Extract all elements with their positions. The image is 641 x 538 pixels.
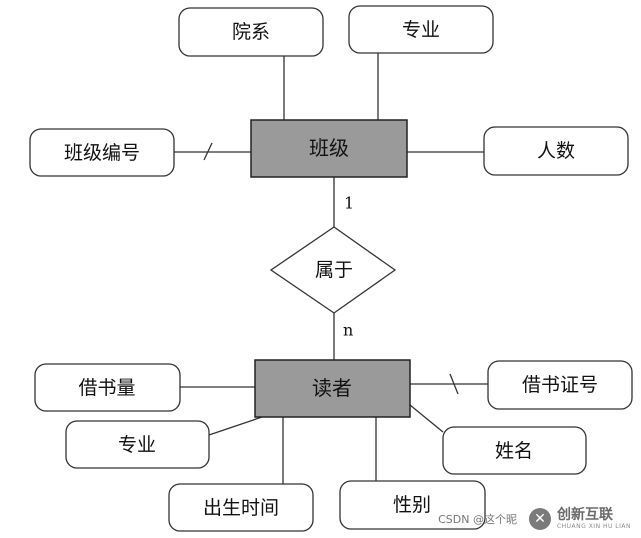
entity-reader: 读者 [254,359,411,418]
attribute-borrow-count-label: 借书量 [78,377,135,399]
attribute-name: 姓名 [442,426,587,475]
entity-reader-label: 读者 [312,376,352,400]
watermark-brand: 创新互联 CHUANG XIN HU LIAN [557,508,631,530]
attribute-class-major: 专业 [348,5,494,54]
key-mark-class-no [203,142,213,161]
attribute-reader-major: 专业 [65,420,210,469]
cardinality-class-side: 1 [344,194,354,213]
attribute-card-no: 借书证号 [487,360,633,410]
attribute-reader-major-label: 专业 [118,434,156,456]
attribute-birth: 出生时间 [168,483,314,532]
attribute-college: 院系 [178,7,324,57]
attribute-class-no-label: 班级编号 [64,142,140,164]
attribute-name-label: 姓名 [495,440,533,462]
attribute-gender: 性别 [339,480,486,530]
attribute-class-no: 班级编号 [29,128,175,177]
connector-reader-major [208,416,263,436]
attribute-headcount-label: 人数 [537,140,575,162]
watermark-csdn: CSDN @这个昵 [438,513,517,526]
connector-name [409,404,444,433]
attribute-borrow-count: 借书量 [34,363,181,412]
attribute-card-no-label: 借书证号 [522,374,598,396]
watermark-brand-cn: 创新互联 [556,507,613,523]
attribute-headcount: 人数 [483,126,629,176]
attribute-class-major-label: 专业 [402,19,440,41]
entity-class-label: 班级 [309,136,349,160]
watermark-brand-en: CHUANG XIN HU LIAN [556,523,631,530]
relationship-belongs-label: 属于 [315,259,353,281]
key-mark-card-no [449,373,459,395]
relationship-belongs: 属于 [269,226,397,314]
watermark: CSDN @这个昵 ✕ 创新互联 CHUANG XIN HU LIAN [438,508,631,530]
entity-class: 班级 [250,119,408,178]
cardinality-reader-side: n [343,321,353,340]
attribute-birth-label: 出生时间 [203,497,279,519]
attribute-college-label: 院系 [232,21,270,43]
brand-logo-icon: ✕ [528,508,551,530]
attribute-gender-label: 性别 [393,494,431,516]
